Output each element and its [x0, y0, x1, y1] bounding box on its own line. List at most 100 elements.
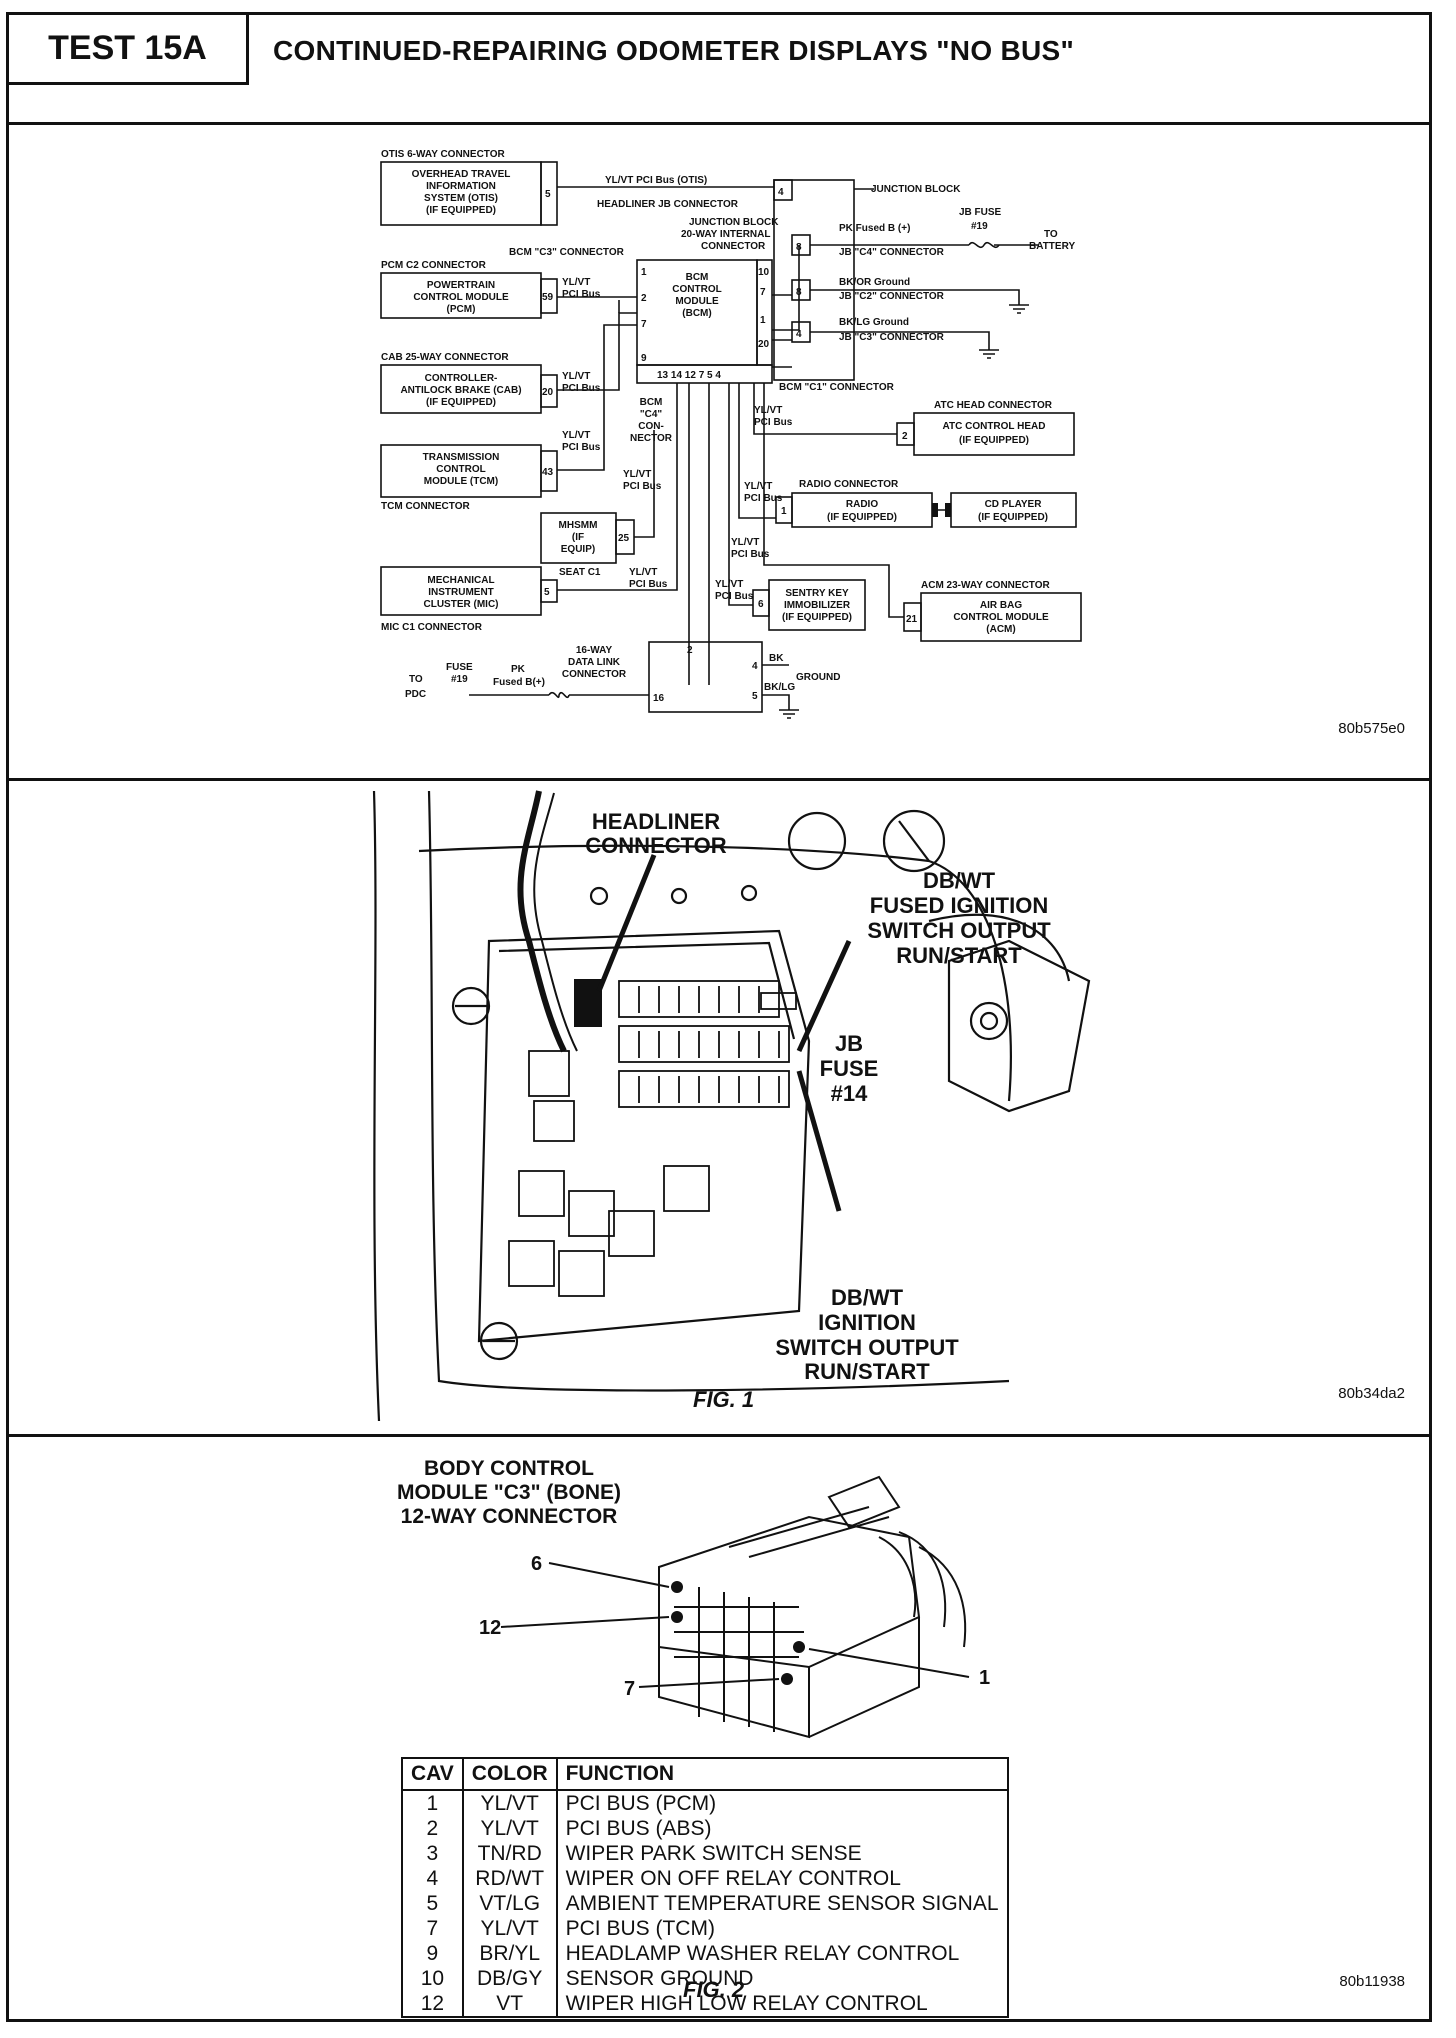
fuse-icon	[548, 241, 1000, 699]
cell-cav: 2	[402, 1816, 464, 1841]
svg-text:PCI Bus: PCI Bus	[562, 289, 601, 300]
svg-text:YL/VT: YL/VT	[562, 371, 590, 382]
cell-cav: 3	[402, 1841, 464, 1866]
svg-text:5: 5	[752, 691, 758, 702]
svg-text:CON-: CON-	[638, 421, 664, 432]
bcm-bottom-pins	[636, 364, 773, 384]
svg-text:7: 7	[760, 287, 766, 298]
cell-function: SENSOR GROUND	[565, 1967, 754, 1990]
fig2-panel: BODY CONTROL MODULE "C3" (BONE) 12-WAY C…	[9, 1437, 1429, 2019]
svg-text:BATTERY: BATTERY	[1029, 241, 1075, 252]
svg-text:SWITCH OUTPUT: SWITCH OUTPUT	[867, 918, 1051, 943]
svg-text:PCI Bus: PCI Bus	[744, 493, 783, 504]
svg-text:PK: PK	[511, 664, 526, 675]
svg-text:YL/VT: YL/VT	[715, 579, 743, 590]
svg-text:YL/VT PCI Bus (OTIS): YL/VT PCI Bus (OTIS)	[605, 175, 707, 186]
svg-text:PCI Bus: PCI Bus	[562, 442, 601, 453]
svg-text:2: 2	[641, 293, 647, 304]
svg-text:BK/LG: BK/LG	[764, 682, 795, 693]
mic-pin-box	[540, 579, 558, 603]
svg-text:MHSMM: MHSMM	[559, 520, 598, 531]
cell-color: TN/RD	[462, 1841, 558, 1866]
svg-text:8: 8	[796, 287, 802, 298]
fig2-ref: 80b11938	[1339, 1973, 1405, 1990]
svg-text:7: 7	[641, 319, 647, 330]
svg-text:25: 25	[618, 533, 630, 544]
svg-text:NECTOR: NECTOR	[630, 433, 673, 444]
svg-text:SEAT C1: SEAT C1	[559, 567, 601, 578]
svg-text:FUSED IGNITION: FUSED IGNITION	[870, 893, 1048, 918]
cell-function: HEADLAMP WASHER RELAY CONTROL	[565, 1942, 960, 1965]
cell-cav: 4	[402, 1866, 464, 1891]
svg-text:PK Fused B (+): PK Fused B (+)	[839, 223, 910, 234]
svg-text:RUN/START: RUN/START	[896, 943, 1022, 968]
svg-text:4: 4	[778, 187, 784, 198]
svg-text:PCM C2 CONNECTOR: PCM C2 CONNECTOR	[381, 260, 487, 271]
svg-text:"C4": "C4"	[640, 409, 663, 420]
fig1-ref: 80b34da2	[1338, 1385, 1405, 1402]
svg-text:BCM "C1" CONNECTOR: BCM "C1" CONNECTOR	[779, 382, 895, 393]
table-row: 3 TN/RD WIPER PARK SWITCH SENSE	[402, 1841, 1008, 1866]
svg-text:CD PLAYER: CD PLAYER	[985, 499, 1043, 510]
svg-text:MIC C1 CONNECTOR: MIC C1 CONNECTOR	[381, 622, 483, 633]
cell-cav: 10	[402, 1966, 464, 1991]
cavity-table: CAV COLOR FUNCTION 1 YL/VT PCI BUS (PCM)…	[401, 1757, 1009, 2018]
svg-text:RADIO CONNECTOR: RADIO CONNECTOR	[799, 479, 899, 490]
svg-text:(IF EQUIPPED): (IF EQUIPPED)	[959, 435, 1029, 446]
svg-text:DATA LINK: DATA LINK	[568, 657, 621, 668]
svg-text:4: 4	[752, 661, 758, 672]
svg-text:13 14 12 7 5 4: 13 14 12 7 5 4	[657, 370, 721, 381]
svg-text:(IF: (IF	[572, 532, 584, 543]
svg-text:6: 6	[758, 599, 764, 610]
svg-text:CONTROL: CONTROL	[672, 284, 721, 295]
svg-text:YL/VT: YL/VT	[754, 405, 782, 416]
table-row: 9 BR/YL HEADLAMP WASHER RELAY CONTROL	[402, 1941, 1008, 1966]
svg-text:#19: #19	[451, 674, 468, 685]
svg-text:BODY CONTROL: BODY CONTROL	[424, 1457, 594, 1480]
svg-text:JUNCTION BLOCK: JUNCTION BLOCK	[689, 217, 779, 228]
svg-text:RADIO: RADIO	[846, 499, 878, 510]
junction-block-box	[773, 179, 855, 381]
svg-text:JB FUSE: JB FUSE	[959, 207, 1002, 218]
svg-text:OVERHEAD TRAVEL: OVERHEAD TRAVEL	[412, 169, 511, 180]
cell-color: DB/GY	[462, 1966, 558, 1991]
cell-color: VT/LG	[462, 1891, 558, 1916]
connector-illustration: BODY CONTROL MODULE "C3" (BONE) 12-WAY C…	[397, 1457, 990, 1739]
svg-text:CLUSTER (MIC): CLUSTER (MIC)	[424, 599, 499, 610]
svg-text:PCI Bus: PCI Bus	[754, 417, 793, 428]
svg-text:BK/OR Ground: BK/OR Ground	[839, 277, 910, 288]
svg-text:6: 6	[531, 1553, 542, 1575]
svg-text:GROUND: GROUND	[796, 672, 840, 683]
svg-text:Fused B(+): Fused B(+)	[493, 677, 545, 688]
table-row: 5 VT/LG AMBIENT TEMPERATURE SENSOR SIGNA…	[402, 1891, 1008, 1916]
cell-function: AMBIENT TEMPERATURE SENSOR SIGNAL	[565, 1892, 999, 1915]
svg-text:ATC HEAD CONNECTOR: ATC HEAD CONNECTOR	[934, 400, 1053, 411]
svg-text:CONNECTOR: CONNECTOR	[585, 833, 726, 858]
data-link-connector-box	[648, 641, 763, 713]
cell-function: PCI BUS (TCM)	[565, 1917, 715, 1940]
table-row: 4 RD/WT WIPER ON OFF RELAY CONTROL	[402, 1866, 1008, 1891]
svg-text:MODULE (TCM): MODULE (TCM)	[424, 476, 498, 487]
connector-title: BODY CONTROL MODULE "C3" (BONE) 12-WAY C…	[397, 1457, 621, 1528]
svg-text:5: 5	[545, 189, 551, 200]
svg-text:2: 2	[687, 645, 693, 656]
svg-text:MECHANICAL: MECHANICAL	[427, 575, 494, 586]
svg-text:#14: #14	[831, 1081, 868, 1106]
svg-text:CONTROL MODULE: CONTROL MODULE	[413, 292, 509, 303]
svg-text:JB "C4" CONNECTOR: JB "C4" CONNECTOR	[839, 247, 945, 258]
svg-text:YL/VT: YL/VT	[562, 430, 590, 441]
svg-text:EQUIP): EQUIP)	[561, 544, 595, 555]
svg-text:9: 9	[641, 353, 647, 364]
svg-text:1: 1	[641, 267, 647, 278]
svg-text:(IF EQUIPPED): (IF EQUIPPED)	[426, 397, 496, 408]
svg-text:YL/VT: YL/VT	[562, 277, 590, 288]
svg-text:(PCM): (PCM)	[447, 304, 476, 315]
svg-text:(IF EQUIPPED): (IF EQUIPPED)	[827, 512, 897, 523]
cell-function: WIPER HIGH LOW RELAY CONTROL	[565, 1992, 928, 2015]
page-frame: TEST 15A CONTINUED-REPAIRING ODOMETER DI…	[6, 12, 1432, 2022]
wiring-schematic: OTIS 6-WAY CONNECTOR OVERHEAD TRAVEL INF…	[380, 149, 1082, 719]
tcm-pin-box	[540, 450, 558, 492]
cell-color: BR/YL	[462, 1941, 558, 1966]
svg-text:CONTROLLER-: CONTROLLER-	[425, 373, 498, 384]
cell-cav: 5	[402, 1891, 464, 1916]
